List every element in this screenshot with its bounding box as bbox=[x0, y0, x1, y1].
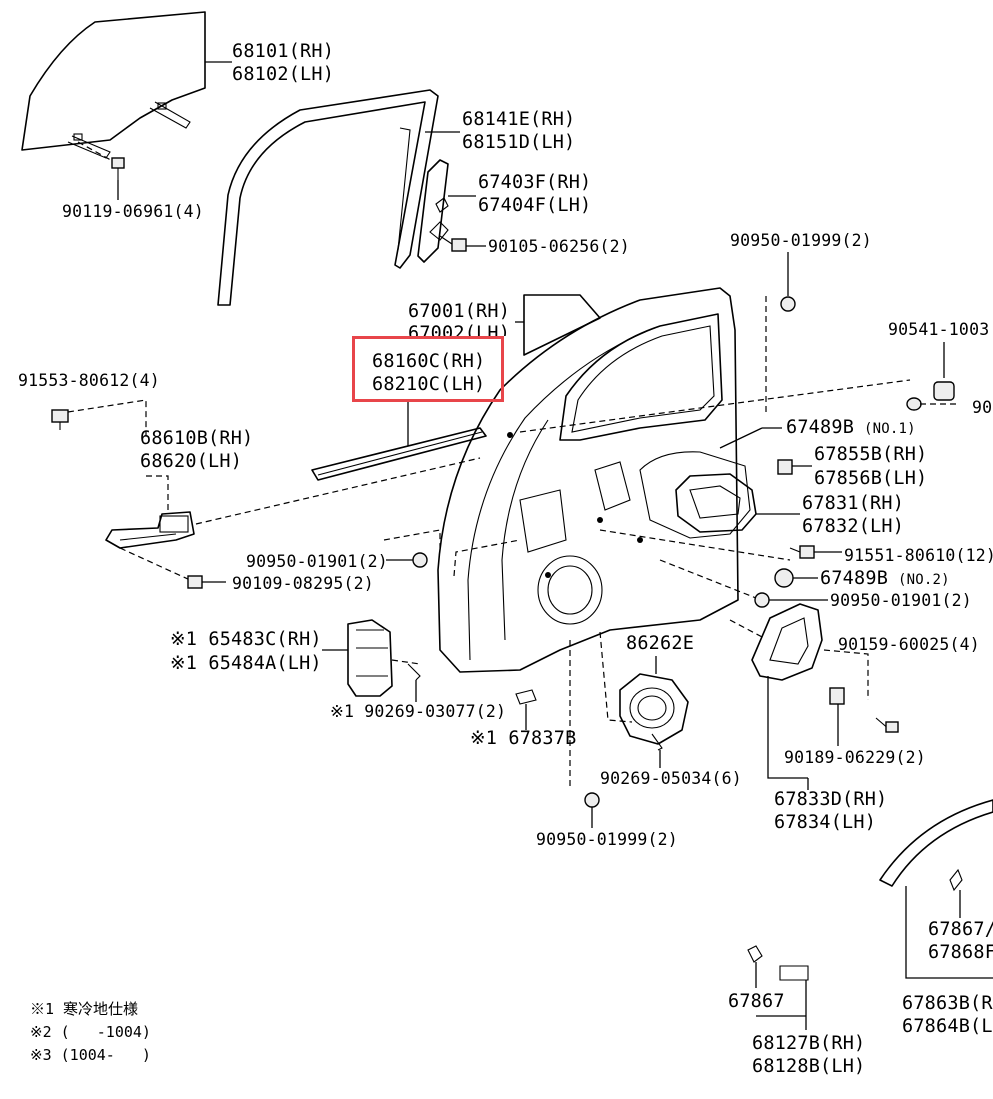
nut-left-label[interactable]: 90950-01901(2) bbox=[246, 552, 388, 571]
channel-shape bbox=[417, 159, 449, 263]
top-cushion-shape bbox=[519, 342, 960, 433]
bolt-80610-label[interactable]: 91551-80610(12) bbox=[844, 546, 993, 565]
channel-label-lh[interactable]: 67404F(LH) bbox=[478, 195, 592, 216]
checker-label-rh[interactable]: 68610B(RH) bbox=[140, 428, 254, 449]
bolt-8295-label[interactable]: 90109-08295(2) bbox=[232, 574, 374, 593]
speaker-bracket-label[interactable]: 86262E bbox=[626, 633, 695, 654]
glass-label-lh[interactable]: 68102(LH) bbox=[232, 64, 335, 85]
grommet-bottom-label[interactable]: 90950-01999(2) bbox=[536, 830, 678, 849]
top-grommet-shape bbox=[765, 252, 796, 414]
service-cover-shape bbox=[675, 473, 800, 533]
clip-03077-label[interactable]: ※1 90269-03077(2) bbox=[330, 702, 507, 721]
screw-60025-label[interactable]: 90159-60025(4) bbox=[838, 635, 980, 654]
outer-weatherstrip-label-rh[interactable]: 67863B(R bbox=[902, 993, 993, 1014]
glass-screw-label[interactable]: 90119-06961(4) bbox=[62, 202, 204, 221]
grommet-top-label[interactable]: 90950-01999(2) bbox=[730, 231, 872, 250]
seal-no2-label[interactable]: 67489B bbox=[820, 568, 889, 589]
belt-moulding-label-lh[interactable]: 68210C(LH) bbox=[372, 374, 486, 395]
nut-right-label[interactable]: 90950-01901(2) bbox=[830, 591, 972, 610]
clip-06229-shape bbox=[829, 687, 845, 746]
clip-05034-label[interactable]: 90269-05034(6) bbox=[600, 769, 742, 788]
bolt-8295-shape bbox=[187, 575, 226, 589]
handle-base-shape bbox=[729, 603, 823, 790]
belt-moulding-shape bbox=[311, 427, 487, 481]
seal-no1-label[interactable]: 67489B bbox=[786, 417, 855, 438]
seal-no2-note: (NO.2) bbox=[898, 572, 950, 588]
grommet-bottom-shape bbox=[569, 640, 600, 828]
clip-pair-label-lh[interactable]: 67856B(LH) bbox=[814, 468, 928, 489]
heater-duct-label-rh[interactable]: ※1 65483C(RH) bbox=[170, 629, 322, 650]
service-cover-label-lh[interactable]: 67832(LH) bbox=[802, 516, 905, 537]
footnote-1: ※1 寒冷地仕様 bbox=[30, 1000, 139, 1018]
door-glass-shape bbox=[21, 11, 206, 159]
clip-pair-shape bbox=[777, 459, 812, 475]
highlight-box bbox=[352, 336, 504, 402]
seal-no1-note: (NO.1) bbox=[864, 421, 916, 437]
handle-base-label-rh[interactable]: 67833D(RH) bbox=[774, 789, 888, 810]
clip-03077-shape bbox=[391, 659, 421, 702]
cushion-top-second-label[interactable]: 90 bbox=[972, 398, 993, 417]
channel-label-rh[interactable]: 67403F(RH) bbox=[478, 172, 592, 193]
glass-run-label-rh[interactable]: 68141E(RH) bbox=[462, 109, 576, 130]
footnote-3: ※3 (1004- ) bbox=[30, 1046, 151, 1064]
clip-pair-label-rh[interactable]: 67855B(RH) bbox=[814, 444, 928, 465]
glass-run-label-lh[interactable]: 68151D(LH) bbox=[462, 132, 576, 153]
clip-67867-label[interactable]: 67867 bbox=[728, 991, 785, 1012]
left-bolt-label[interactable]: 91553-80612(4) bbox=[18, 371, 160, 390]
seal-no2-shape bbox=[774, 568, 818, 588]
nut-left-shape bbox=[386, 539, 521, 577]
speaker-bracket-shape bbox=[599, 631, 689, 745]
handle-base-label-lh[interactable]: 67834(LH) bbox=[774, 812, 877, 833]
clip-06229-label[interactable]: 90189-06229(2) bbox=[784, 748, 926, 767]
clip-05034-shape bbox=[651, 733, 663, 768]
bolt-80610-shape bbox=[789, 545, 842, 559]
channel-bolt-label[interactable]: 90105-06256(2) bbox=[488, 237, 630, 256]
door-panel-shape bbox=[437, 287, 751, 673]
pad-67837-shape bbox=[515, 689, 537, 730]
heater-duct-shape bbox=[322, 619, 393, 697]
pad-67837-label[interactable]: ※1 67837B bbox=[470, 728, 577, 749]
footnote-2: ※2 ( -1004) bbox=[30, 1023, 151, 1041]
glass-label-rh[interactable]: 68101(RH) bbox=[232, 41, 335, 62]
nut-right-shape bbox=[659, 559, 828, 608]
outer-weatherstrip-shape bbox=[879, 799, 993, 979]
belt-moulding-label-rh[interactable]: 68160C(RH) bbox=[372, 351, 486, 372]
service-cover-label-rh[interactable]: 67831(RH) bbox=[802, 493, 905, 514]
left-bolt-shape bbox=[51, 399, 147, 436]
moulding-clip-label-lh[interactable]: 68128B(LH) bbox=[752, 1056, 866, 1077]
checker-label-lh[interactable]: 68620(LH) bbox=[140, 451, 243, 472]
outer-weatherstrip-label-lh[interactable]: 67864B(L bbox=[902, 1016, 993, 1037]
weatherstrip-clip-shape bbox=[949, 868, 963, 918]
glass-run-shape bbox=[217, 89, 439, 306]
moulding-clip-label-rh[interactable]: 68127B(RH) bbox=[752, 1033, 866, 1054]
heater-duct-label-lh[interactable]: ※1 65484A(LH) bbox=[170, 653, 322, 674]
clip-67867-shape bbox=[747, 945, 809, 1030]
channel-bolt-shape bbox=[439, 235, 486, 252]
door-panel-label-lh[interactable]: 67002(LH) bbox=[408, 323, 511, 336]
screw-60025-shape bbox=[823, 649, 899, 733]
weatherstrip-right-label-2[interactable]: 67868F bbox=[928, 942, 993, 963]
glass-screw-shape bbox=[77, 141, 125, 200]
weatherstrip-right-label-1[interactable]: 67867/ bbox=[928, 919, 993, 940]
door-checker-shape bbox=[105, 475, 195, 581]
door-panel-label-rh[interactable]: 67001(RH) bbox=[408, 301, 511, 322]
cushion-top-label[interactable]: 90541-1003 bbox=[888, 320, 990, 339]
